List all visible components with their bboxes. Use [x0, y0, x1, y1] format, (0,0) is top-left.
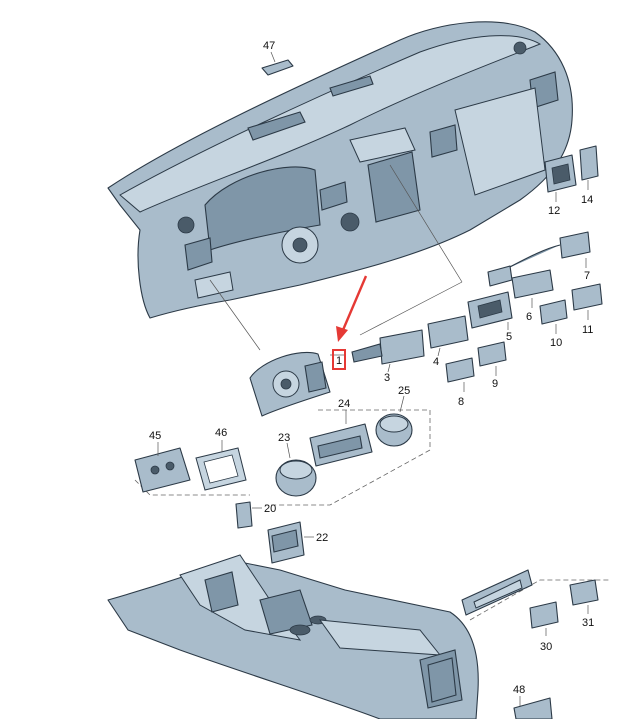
cover-part-14: 14 [579, 145, 599, 206]
callout-31: 31 [582, 617, 594, 629]
switch-part-10: 10 [539, 299, 568, 349]
pointer-arrow [341, 275, 368, 331]
switch-part-22: 22 [267, 521, 328, 564]
callout-24: 24 [338, 398, 350, 410]
pointer-arrowhead [336, 326, 348, 342]
switch-part-6: 6 [511, 269, 554, 323]
callout-48: 48 [513, 684, 525, 696]
callout-12: 12 [548, 205, 560, 217]
callout-25: 25 [398, 385, 410, 397]
socket-part-20: 20 [235, 501, 276, 529]
callout-23: 23 [278, 432, 290, 444]
callout-47: 47 [263, 40, 275, 52]
knob-part-23: 23 [275, 432, 317, 497]
switch-part-5: 5 [467, 291, 513, 343]
callout-46: 46 [215, 427, 227, 439]
callout-14: 14 [581, 194, 593, 206]
callout-4: 4 [433, 356, 439, 368]
centre-console [107, 554, 479, 719]
switch-part-31: 31 [569, 579, 599, 629]
knob-part-25: 25 [375, 385, 413, 447]
clip-part-47: 47 [261, 40, 294, 76]
switch-part-8: 8 [445, 357, 475, 408]
switch-part-45: 45 [134, 430, 191, 493]
switch-part-11: 11 [571, 283, 603, 336]
callout-22: 22 [316, 532, 328, 544]
callout-10: 10 [550, 337, 562, 349]
callout-1: 1 [336, 355, 342, 367]
highlighted-part-1: 1 [332, 275, 368, 370]
callout-45: 45 [149, 430, 161, 442]
switch-part-24: 24 [309, 398, 373, 467]
callout-3: 3 [384, 372, 390, 384]
callout-8: 8 [458, 396, 464, 408]
dashboard-panel [107, 21, 573, 319]
trim-frame-46: 46 [195, 427, 247, 491]
callout-7: 7 [584, 270, 590, 282]
trim-strip [461, 569, 533, 616]
switch-part-7: 7 [487, 231, 591, 287]
highlight-box [332, 349, 346, 370]
callout-5: 5 [506, 331, 512, 343]
switch-part-3: 3 [351, 329, 425, 384]
part-48: 48 [513, 684, 553, 719]
switch-part-4: 4 [427, 315, 469, 368]
callout-9: 9 [492, 378, 498, 390]
light-switch-module [249, 351, 331, 417]
callout-6: 6 [526, 311, 532, 323]
callout-30: 30 [540, 641, 552, 653]
callout-11: 11 [582, 324, 593, 336]
switch-part-12: 12 [544, 154, 577, 217]
switch-part-30: 30 [529, 601, 559, 653]
callout-20: 20 [264, 503, 276, 515]
switch-part-9: 9 [477, 341, 507, 390]
